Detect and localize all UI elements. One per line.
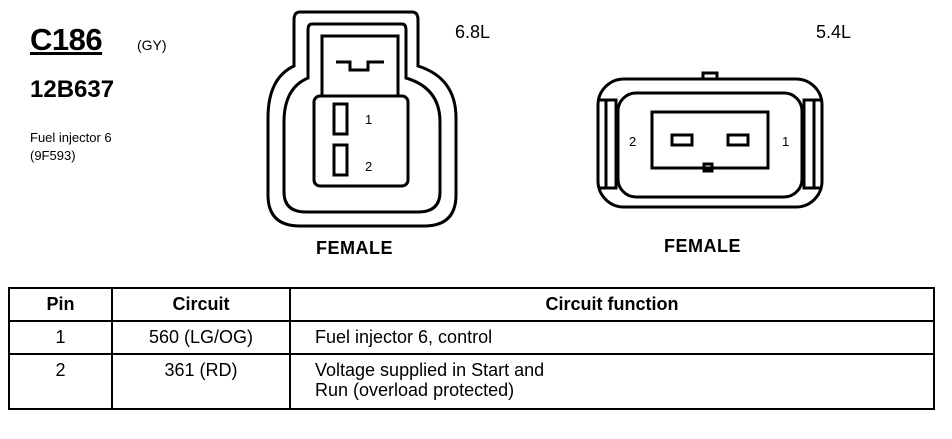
- pin-label-5-4-2: 2: [629, 134, 636, 149]
- connector-outer-shell: [266, 10, 458, 228]
- pin-label-6-8-1: 1: [365, 112, 372, 127]
- connector-id: C186: [30, 22, 103, 57]
- latch-notch: [336, 60, 384, 72]
- header-circuit-function: Circuit function: [289, 287, 935, 322]
- connector-inner-face: [616, 91, 804, 199]
- pin-cell: 1: [8, 320, 113, 355]
- gender-label-5-4: FEMALE: [664, 236, 741, 256]
- function-line: Voltage supplied in Start and: [315, 360, 545, 380]
- connector-inner-shell: [282, 22, 442, 214]
- connector-outer-shell: [596, 77, 824, 209]
- engine-label-5-4: 5.4L: [816, 22, 852, 42]
- connector-color: (GY): [137, 37, 167, 53]
- component-part-code: (9F593): [30, 148, 76, 163]
- engine-label-6-8: 6.8L: [455, 22, 491, 42]
- pin-slot-2: [332, 143, 349, 177]
- table-row: 1 560 (LG/OG) Fuel injector 6, control: [8, 320, 935, 355]
- function-line: Fuel injector 6, control: [315, 327, 493, 347]
- connector-diagrams: 1 2 2 1: [266, 10, 824, 228]
- pin-cavity-body: [312, 94, 410, 188]
- header-pin: Pin: [8, 287, 113, 322]
- connector-5-4l-drawing: [596, 71, 824, 209]
- pin-label-5-4-1: 1: [782, 134, 789, 149]
- pin-cell: 2: [8, 353, 113, 410]
- pin-table: Pin Circuit Circuit function 1 560 (LG/O…: [8, 287, 935, 410]
- function-line: Run (overload protected): [315, 380, 515, 400]
- pin-label-6-8-2: 2: [365, 159, 372, 174]
- polarizing-key: [702, 162, 714, 173]
- pin-slot-2: [670, 133, 694, 147]
- circuit-cell: 361 (RD): [111, 353, 291, 410]
- gender-label-6-8: FEMALE: [316, 238, 393, 258]
- pin-cavity-body: [650, 110, 770, 170]
- component-description: Fuel injector 6: [30, 130, 112, 145]
- header-circuit: Circuit: [111, 287, 291, 322]
- connector-6-8l-drawing: [266, 10, 458, 228]
- locking-tab: [320, 34, 400, 98]
- part-number: 12B637: [30, 76, 115, 103]
- circuit-cell: 560 (LG/OG): [111, 320, 291, 355]
- table-row: 2 361 (RD) Voltage supplied in Start and…: [8, 353, 935, 410]
- function-cell: Voltage supplied in Start and Run (overl…: [289, 353, 935, 410]
- pin-slot-1: [332, 102, 349, 136]
- pin-slot-1: [726, 133, 750, 147]
- table-header-row: Pin Circuit Circuit function: [8, 287, 935, 322]
- function-cell: Fuel injector 6, control: [289, 320, 935, 355]
